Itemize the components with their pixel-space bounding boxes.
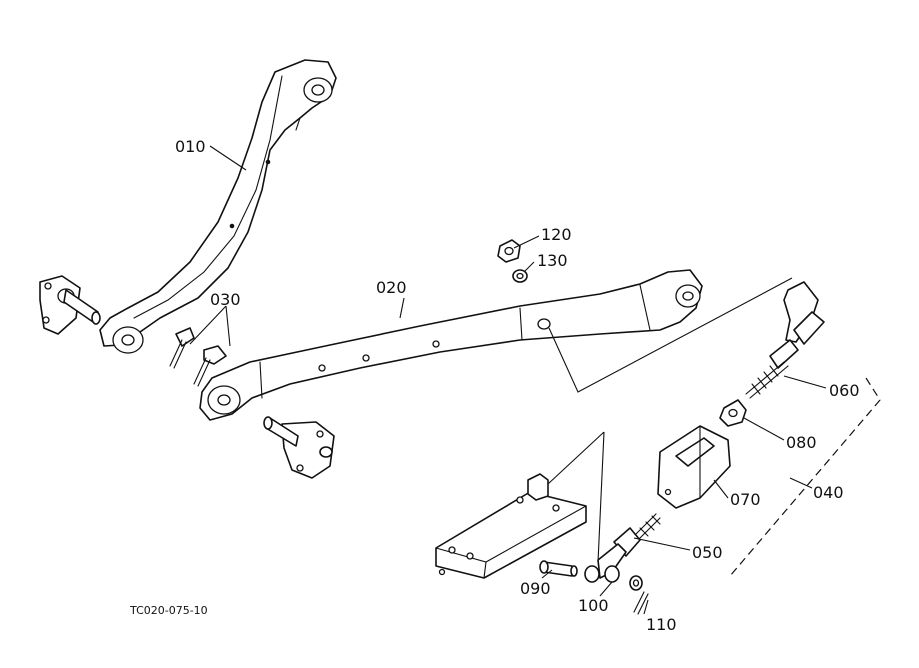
part-020-lower-link-right[interactable] <box>199 269 703 421</box>
label-080[interactable]: 080 <box>786 433 817 452</box>
part-030-linch-pins[interactable] <box>169 327 227 387</box>
drawing-code: TC020-075-10 <box>129 604 208 617</box>
label-010[interactable]: 010 <box>175 137 206 156</box>
label-070[interactable]: 070 <box>730 490 761 509</box>
label-110[interactable]: 110 <box>646 615 677 634</box>
label-020[interactable]: 020 <box>376 278 407 297</box>
part-120-nut[interactable] <box>497 239 521 263</box>
label-030[interactable]: 030 <box>210 290 241 309</box>
part-110-cotter-pin[interactable] <box>633 591 649 615</box>
leader-lines <box>189 145 881 615</box>
lift-pin-right[interactable] <box>263 416 335 479</box>
label-040[interactable]: 040 <box>813 483 844 502</box>
part-050-clevis-rod[interactable] <box>584 513 661 583</box>
mounting-bracket[interactable] <box>435 473 587 579</box>
label-060[interactable]: 060 <box>829 381 860 400</box>
label-130[interactable]: 130 <box>537 251 568 270</box>
lift-pin-left[interactable] <box>39 275 101 335</box>
label-090[interactable]: 090 <box>520 579 551 598</box>
part-labels: 010 020 030 040 050 060 070 080 090 100 … <box>129 137 860 634</box>
part-010-lower-link-left[interactable] <box>99 59 337 354</box>
part-070-turnbuckle-body[interactable] <box>657 425 731 509</box>
part-080-lock-nut[interactable] <box>719 399 747 427</box>
label-050[interactable]: 050 <box>692 543 723 562</box>
part-100-washer[interactable] <box>629 575 643 591</box>
part-090-clevis-pin[interactable] <box>539 560 578 577</box>
part-060-turnbuckle-rod[interactable] <box>745 281 825 399</box>
label-120[interactable]: 120 <box>541 225 572 244</box>
part-130-washer[interactable] <box>512 269 528 283</box>
label-100[interactable]: 100 <box>578 596 609 615</box>
